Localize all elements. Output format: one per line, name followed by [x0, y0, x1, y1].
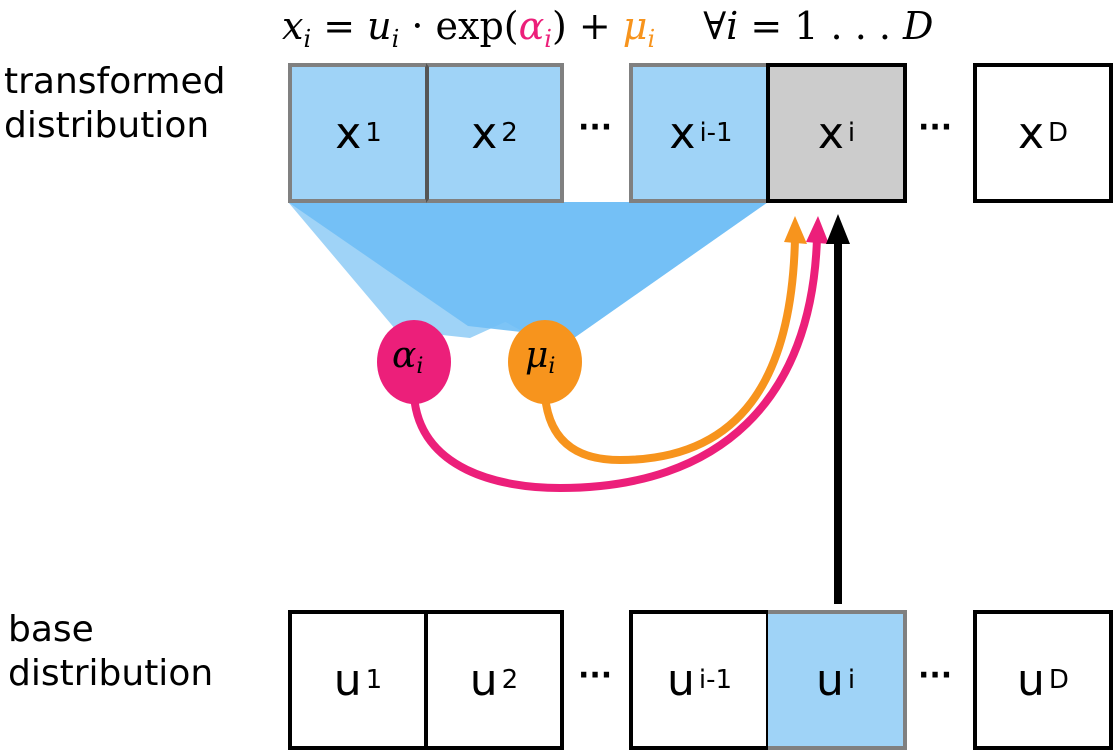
base-distribution-label: base distribution: [8, 608, 213, 696]
formula-D: D: [903, 4, 934, 48]
alpha-arrow-path: [410, 237, 821, 493]
mu-arrow-path: [541, 237, 799, 465]
formula-mu-sub: i: [647, 25, 656, 53]
cell-var: x: [669, 107, 696, 159]
cell-var: u: [469, 654, 498, 706]
ellipsis: ···: [918, 658, 953, 693]
formula-forall-i: i: [726, 4, 739, 48]
formula-exp: · exp(: [399, 4, 519, 48]
formula-x-sub: i: [303, 25, 312, 53]
ellipsis: ···: [578, 110, 613, 145]
mu-node: [508, 320, 582, 404]
formula-alpha: α: [518, 4, 545, 48]
alpha-arrow-head: [806, 216, 829, 244]
formula-plus: ) +: [551, 4, 623, 48]
alpha-symbol: α: [392, 335, 417, 376]
transformed-distribution-label: transformed distribution: [4, 60, 225, 148]
cell-sub: 2: [501, 118, 518, 148]
cell-sub: i-1: [699, 118, 733, 148]
cell-var: u: [815, 654, 844, 706]
formula-x: x: [282, 4, 304, 48]
label-line: distribution: [8, 653, 214, 694]
ellipsis: ···: [918, 110, 953, 145]
cell-sub: 1: [365, 118, 382, 148]
formula-mu: μ: [622, 4, 648, 48]
cell-sub: 2: [501, 665, 519, 695]
cell-var: x: [335, 107, 362, 159]
cell-sub: i-1: [698, 665, 733, 695]
mu-node-label: μi: [525, 335, 555, 379]
ellipsis: ···: [578, 658, 613, 693]
u-to-x-arrow-head: [826, 214, 850, 244]
cell-var: x: [817, 107, 844, 159]
label-line: distribution: [4, 105, 210, 146]
mu-sub: i: [548, 354, 556, 379]
cell-sub: i: [847, 665, 856, 695]
cell-var: x: [471, 107, 498, 159]
formula-forall: ∀: [703, 4, 727, 48]
alpha-sub: i: [416, 354, 424, 379]
cell-sub: i: [847, 118, 856, 148]
alpha-node: [377, 320, 451, 404]
formula: xi = ui · exp(αi) + μi∀i = 1 . . . D: [282, 4, 933, 53]
mu-symbol: μ: [525, 335, 549, 376]
cell-sub: D: [1048, 118, 1069, 148]
formula-eq: =: [311, 4, 368, 48]
formula-u-sub: i: [391, 25, 400, 53]
cell-sub: 1: [365, 665, 383, 695]
cell-var: u: [666, 654, 695, 706]
label-line: base: [8, 609, 94, 650]
formula-range: = 1 . . .: [738, 4, 904, 48]
cell-var: u: [1017, 654, 1045, 706]
cell-var: u: [333, 654, 362, 706]
formula-u: u: [367, 4, 392, 48]
formula-alpha-sub: i: [544, 25, 552, 53]
label-line: transformed: [4, 61, 226, 102]
alpha-node-label: αi: [392, 335, 423, 379]
cell-sub: D: [1048, 665, 1069, 695]
cell-var: x: [1017, 107, 1044, 159]
mu-arrow-head: [784, 216, 807, 244]
fan-overlap: [288, 202, 768, 338]
